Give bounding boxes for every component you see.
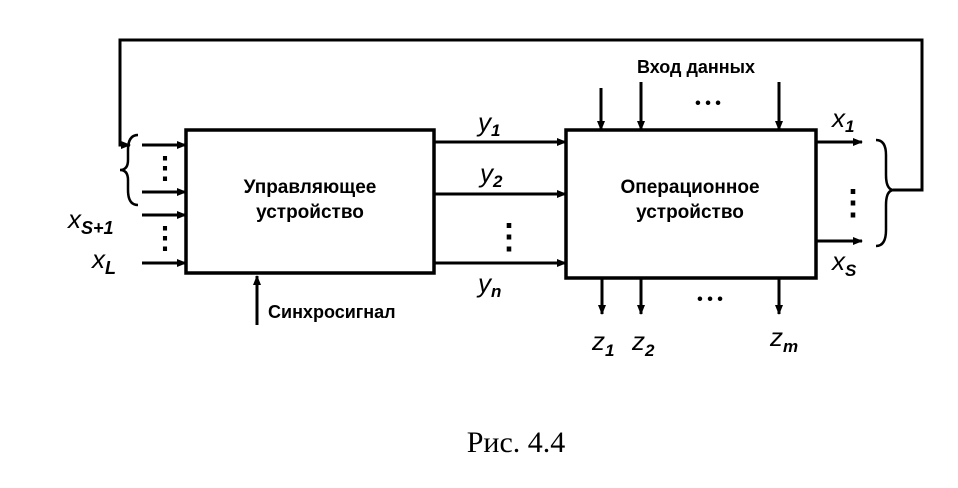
operation-unit-label-line1: Операционное	[620, 177, 759, 198]
feedback-loop-line	[118, 38, 924, 192]
input-label-x-s1: xS+1	[66, 204, 114, 238]
condition-out-label-s: xS	[830, 246, 857, 280]
data-input-ellipsis: • • •	[695, 95, 721, 112]
output-label-z1: z1	[591, 326, 614, 360]
output-label-zm: zm	[769, 322, 798, 356]
inputs-ellipsis-bottom: ⋮	[150, 222, 180, 255]
control-signal-label-1: y1	[476, 107, 500, 140]
sync-label: Синхросигнал	[268, 302, 396, 322]
operation-unit-box	[564, 128, 818, 280]
control-unit-box	[184, 128, 436, 275]
inputs-ellipsis-top: ⋮	[150, 152, 180, 185]
control-signal-label-2: y2	[478, 158, 503, 191]
condition-out-label-1: x1	[830, 103, 854, 136]
input-label-x-l: xL	[90, 244, 116, 278]
control-unit-label-line1: Управляющее	[244, 177, 377, 198]
condition-out-ellipsis: ⋮	[836, 184, 870, 222]
inputs-brace	[119, 133, 139, 207]
figure-caption: Рис. 4.4	[467, 426, 566, 459]
control-signal-label-n: yn	[476, 268, 501, 301]
control-signals-ellipsis: ⋮	[492, 218, 526, 256]
control-unit-label-line2: устройство	[256, 202, 364, 223]
data-input-label: Вход данных	[637, 57, 755, 77]
outputs-brace	[875, 138, 895, 248]
operation-unit-label-line2: устройство	[636, 202, 744, 223]
output-label-z2: z2	[631, 326, 655, 360]
outputs-ellipsis: • • •	[697, 291, 723, 308]
